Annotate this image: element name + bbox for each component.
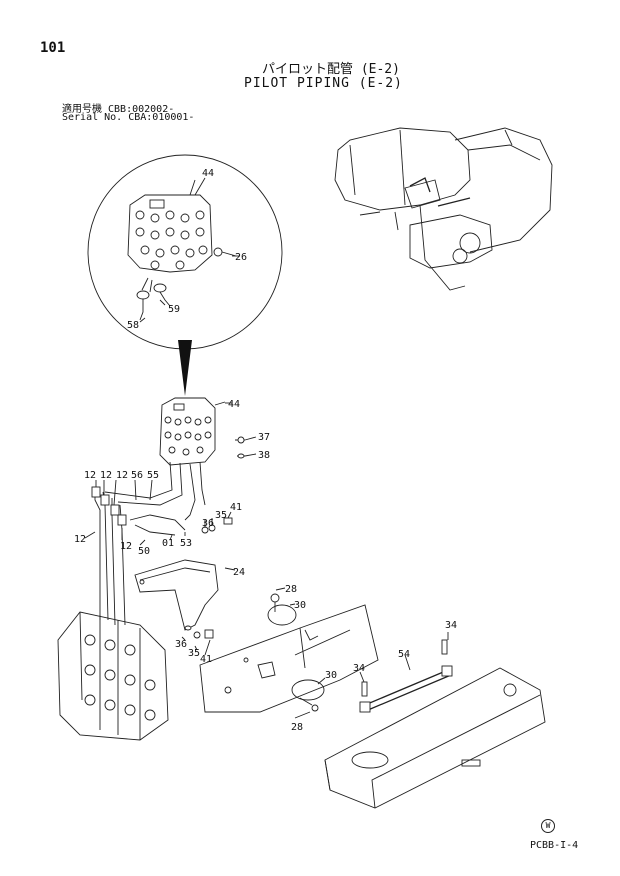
detail-circle	[87, 154, 283, 350]
callout-01: 01	[162, 538, 174, 549]
callout-38: 38	[258, 450, 270, 461]
callout-30-b: 30	[325, 670, 337, 681]
callout-12-c: 12	[116, 470, 128, 481]
base-plate	[324, 667, 546, 809]
callout-34-a: 34	[445, 620, 457, 631]
callout-35-b: 35	[188, 648, 200, 659]
callout-12-e: 12	[120, 541, 132, 552]
callout-36-b: 36	[175, 639, 187, 650]
callout-12-a: 12	[84, 470, 96, 481]
frame-plate	[199, 604, 379, 713]
machine-overview	[334, 127, 553, 291]
clamp-upper	[267, 593, 297, 626]
callout-24: 24	[233, 567, 245, 578]
rod-54	[359, 639, 453, 713]
callout-41-b: 41	[200, 654, 212, 665]
callout-detail-26: 26	[235, 252, 247, 263]
page-number: 101	[40, 40, 66, 56]
callout-53: 53	[180, 538, 192, 549]
serial-line-1: 適用号機 CBB:002002-	[62, 104, 175, 115]
detail-arrow	[178, 340, 192, 396]
circle-w-mark: W	[541, 819, 555, 833]
callout-36-a: 36	[202, 518, 214, 529]
callout-28-a: 28	[285, 584, 297, 595]
callout-35-a: 35	[215, 510, 227, 521]
callout-12-b: 12	[100, 470, 112, 481]
callout-50: 50	[138, 546, 150, 557]
title-japanese: パイロット配管 (E-2)	[262, 62, 400, 77]
callout-30-a: 30	[294, 600, 306, 611]
callout-34-b: 34	[353, 663, 365, 674]
bracket-24	[134, 559, 219, 631]
serial-line-2: Serial No. CBA:010001-	[62, 112, 195, 123]
control-valve	[57, 611, 169, 741]
callout-55: 55	[147, 470, 159, 481]
clamp-lower	[291, 679, 325, 712]
bolt-set-lower	[184, 625, 214, 639]
callout-detail-59: 59	[168, 304, 180, 315]
callout-41-a: 41	[230, 502, 242, 513]
pilot-valve-block	[159, 397, 245, 466]
callout-detail-58: 58	[127, 320, 139, 331]
callout-37: 37	[258, 432, 270, 443]
hose-assembly	[91, 461, 233, 626]
callout-28-b: 28	[291, 722, 303, 733]
callout-detail-44: 44	[202, 168, 214, 179]
callout-12-d: 12	[74, 534, 86, 545]
leader-lines	[84, 177, 449, 719]
callout-56: 56	[131, 470, 143, 481]
callout-54: 54	[398, 649, 410, 660]
document-code: PCBB-I-4	[530, 840, 579, 851]
title-english: PILOT PIPING (E-2)	[244, 76, 403, 91]
callout-44: 44	[228, 399, 240, 410]
